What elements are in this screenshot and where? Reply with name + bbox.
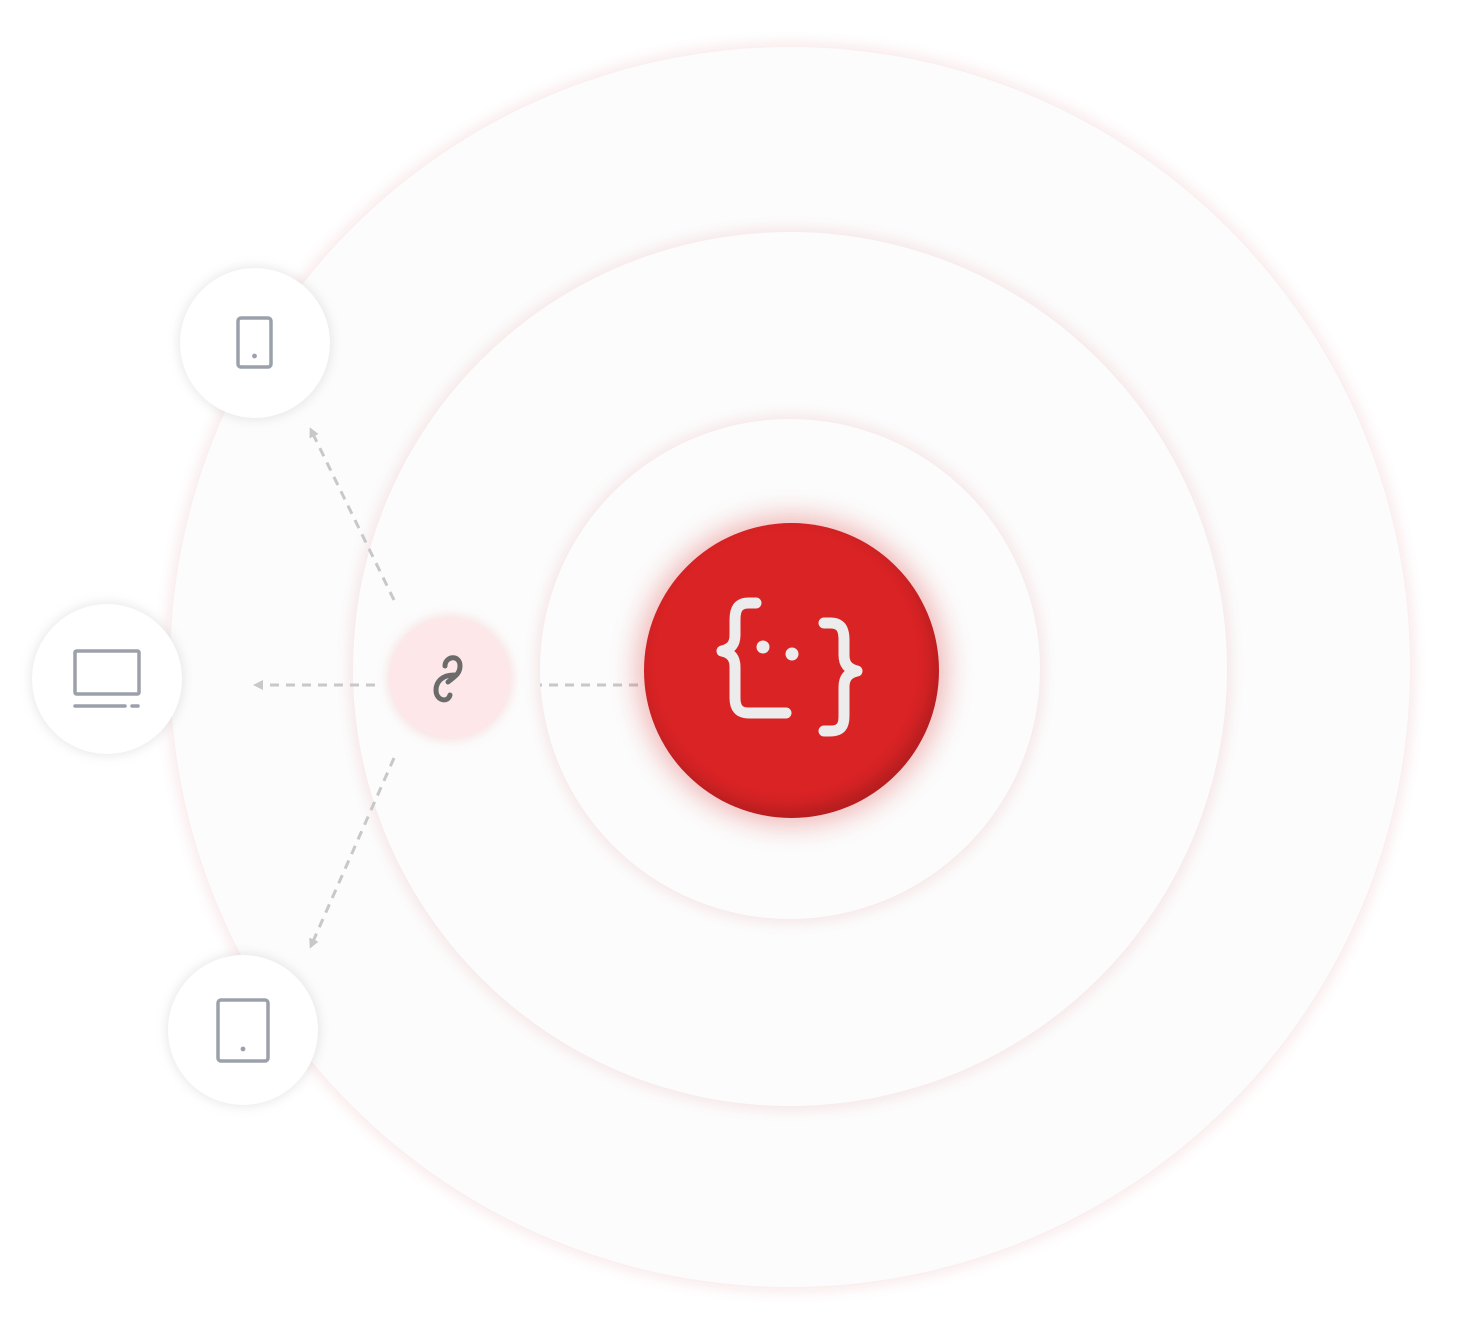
laptop-icon (73, 649, 141, 708)
curly-braces-face-icon (716, 597, 863, 737)
smartphone-icon (236, 316, 273, 369)
chain-link-icon (433, 655, 463, 703)
tablet-icon (216, 998, 270, 1063)
core-node (644, 523, 939, 818)
link-node (390, 618, 510, 738)
smartphone-node (180, 268, 330, 418)
tablet-node (168, 955, 318, 1105)
arrow-to-tablet (309, 757, 396, 949)
laptop-node (32, 604, 182, 754)
arrow-to-phone (309, 427, 396, 601)
